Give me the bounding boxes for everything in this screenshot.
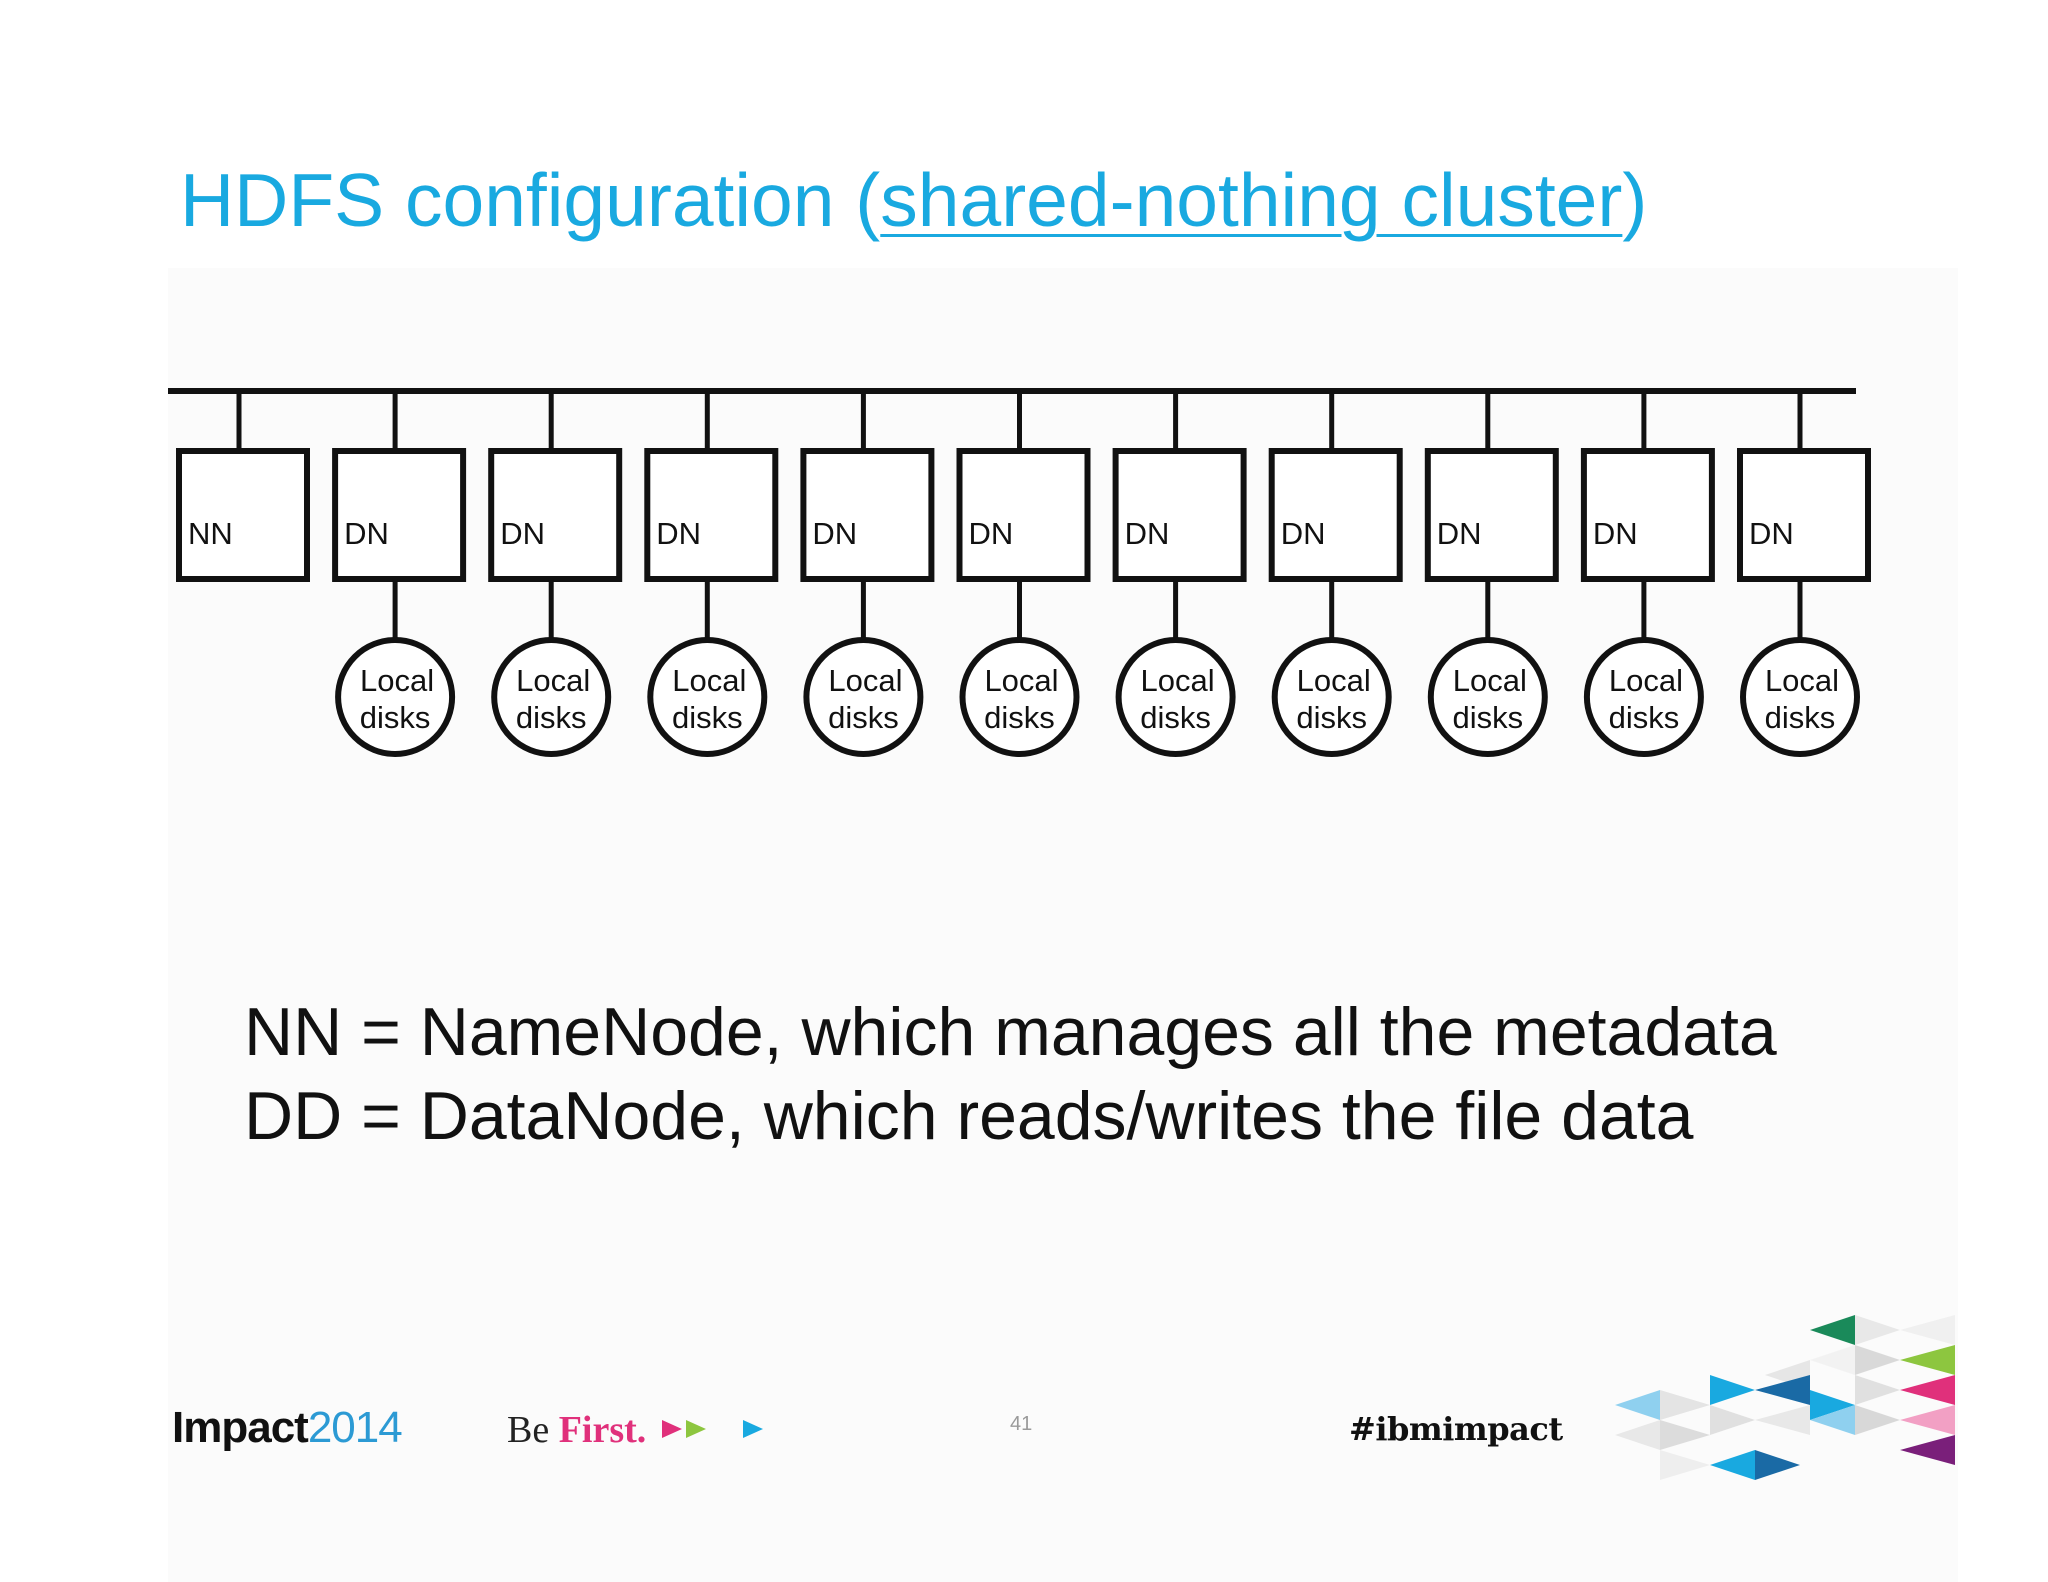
local-disks-label-line1: Local [984,663,1058,698]
slogan-first: First. [558,1409,647,1451]
local-disks-circle [491,637,612,757]
page-number: 41 [1010,1413,1033,1435]
impact-2014-logo: Impact2014 [172,1403,403,1453]
legend-line-nn: NN = NameNode, which manages all the met… [244,994,1777,1070]
datanode-label: DN [1593,516,1638,551]
datanode-box [1268,448,1403,582]
local-disks-label-line1: Local [1765,663,1839,698]
datanode-box [488,448,623,582]
local-disks-label-line2: disks [516,700,587,735]
local-disks-label-line2: disks [1296,700,1367,735]
local-disks-label-line1: Local [1453,663,1527,698]
datanode-box [644,448,779,582]
title-link[interactable]: shared-nothing cluster [880,158,1623,242]
arrow-blue-icon [743,1420,763,1438]
local-disks-label-line2: disks [1140,700,1211,735]
datanode-label: DN [1281,516,1326,551]
logo-impact-text: Impact [172,1403,309,1452]
namenode-label: NN [188,516,233,551]
local-disks-label-line2: disks [672,700,743,735]
local-disks-label-line1: Local [828,663,902,698]
datanode-label: DN [1749,516,1794,551]
local-disks-circle [1115,637,1236,757]
datanode-label: DN [812,516,857,551]
datanode-box [800,448,935,582]
triangle-mosaic-graphic [1615,1315,1955,1480]
title-suffix: ) [1622,158,1648,242]
local-disks-label-line2: disks [1609,700,1680,735]
slide-title: HDFS configuration (shared-nothing clust… [180,163,1647,238]
local-disks-label-line1: Local [360,663,434,698]
title-prefix: HDFS configuration ( [180,158,881,242]
datanode-label: DN [1125,516,1170,551]
local-disks-circle [1740,637,1860,757]
legend: NN = NameNode, which manages all the met… [244,990,1777,1158]
local-disks-label-line2: disks [1765,700,1836,735]
local-disks-circle [1427,637,1548,757]
local-disks-label-line1: Local [516,663,590,698]
datanode-box [956,448,1091,582]
datanode-box [1737,448,1871,582]
local-disks-circle [647,637,768,757]
local-disks-label-line2: disks [360,700,431,735]
datanode-box [1424,448,1559,582]
local-disks-circle [803,637,924,757]
local-disks-circle [1271,637,1392,757]
logo-year-text: 2014 [307,1403,403,1452]
datanode-box [1112,448,1247,582]
hashtag: #ibmimpact [1349,1410,1563,1448]
play-arrows-icon [662,1420,763,1438]
local-disks-label-line2: disks [1452,700,1523,735]
local-disks-label-line1: Local [672,663,746,698]
local-disks-circle [335,637,456,757]
local-disks-label-line2: disks [984,700,1055,735]
namenode-box [176,448,310,582]
be-first-slogan: Be First. [507,1408,646,1452]
arrow-pink-icon [662,1420,682,1438]
local-disks-label-line1: Local [1297,663,1371,698]
local-disks-label-line1: Local [1141,663,1215,698]
slogan-be: Be [507,1409,559,1451]
local-disks-circle [1583,637,1704,757]
datanode-label: DN [969,516,1014,551]
datanode-box [1580,448,1715,582]
arrow-green-icon [686,1420,706,1438]
datanode-box [332,448,467,582]
datanode-label: DN [344,516,389,551]
legend-line-dd: DD = DataNode, which reads/writes the fi… [244,1078,1694,1154]
local-disks-label-line1: Local [1609,663,1683,698]
local-disks-circle [959,637,1080,757]
datanode-label: DN [656,516,701,551]
datanode-label: DN [1437,516,1482,551]
local-disks-label-line2: disks [828,700,899,735]
datanode-label: DN [500,516,545,551]
